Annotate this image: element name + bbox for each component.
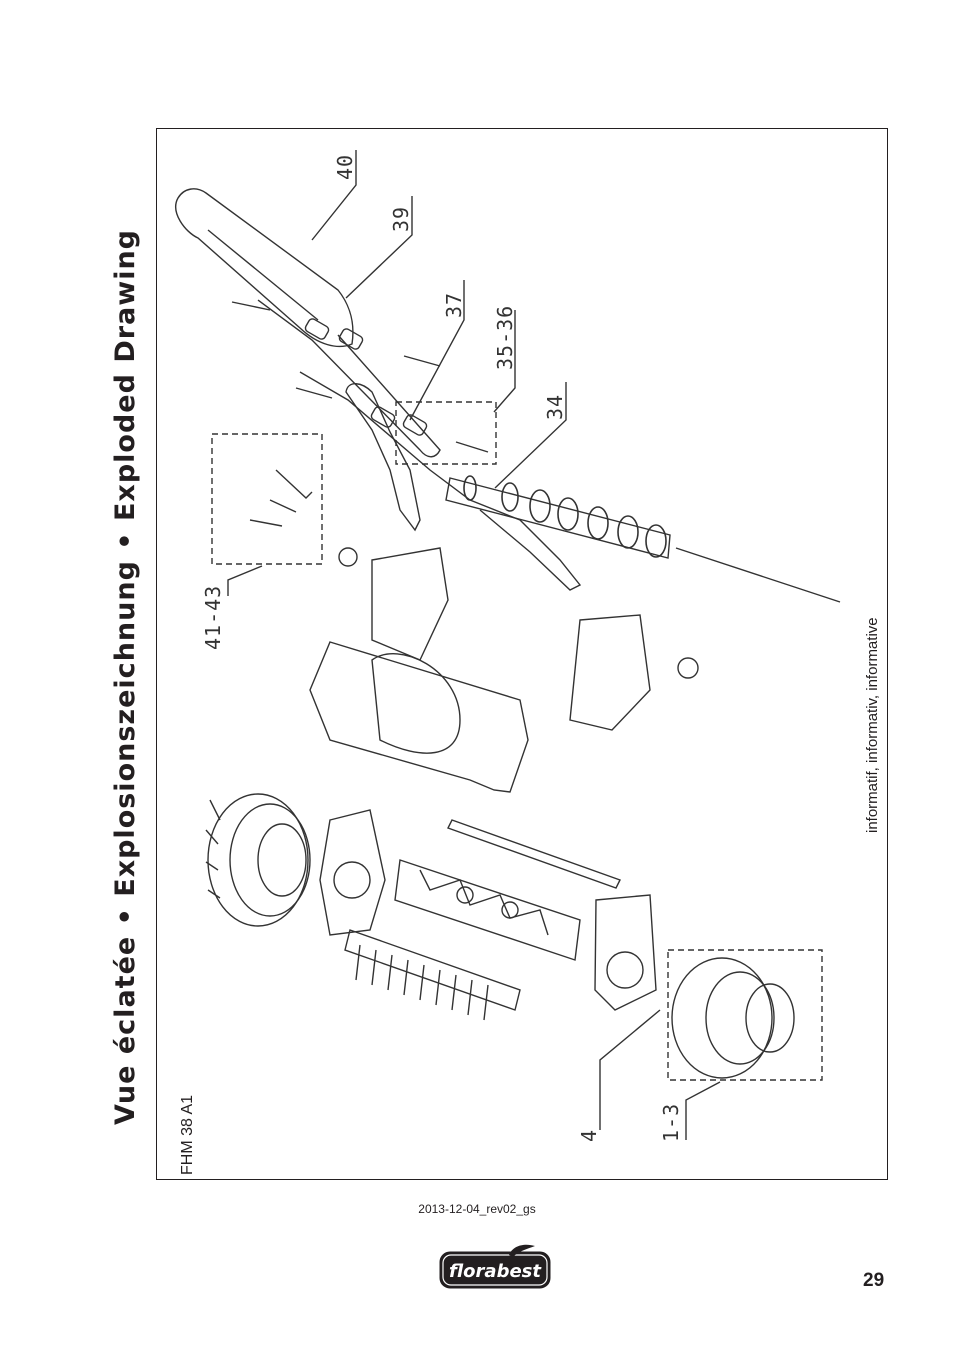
part-label-39: 39 bbox=[389, 205, 413, 232]
reel-frame-left bbox=[319, 809, 386, 936]
part-label-1-3: 1-3 bbox=[659, 1102, 683, 1142]
part-label-4: 4 bbox=[577, 1128, 601, 1142]
revision-code: 2013-12-04_rev02_gs bbox=[418, 1202, 536, 1216]
side-plate-left bbox=[371, 547, 449, 661]
part-label-40: 40 bbox=[333, 153, 357, 180]
right-wheel bbox=[671, 957, 773, 1079]
page-number: 29 bbox=[863, 1270, 885, 1291]
handle-middle-tube bbox=[257, 299, 441, 458]
model-number: FHM 38 A1 bbox=[179, 1094, 196, 1175]
part-label-35-36: 35-36 bbox=[493, 304, 517, 370]
roller-axle bbox=[675, 547, 841, 603]
reel-frame-right bbox=[594, 894, 657, 1011]
rear-roller bbox=[445, 477, 671, 559]
informative-note: informatif, informativ, informative bbox=[864, 617, 881, 833]
left-wheel bbox=[207, 793, 309, 927]
florabest-logo: florabest bbox=[439, 1244, 551, 1289]
cutting-reel bbox=[394, 859, 581, 961]
blade-comb bbox=[344, 929, 521, 1011]
part-label-41-43: 41-43 bbox=[201, 584, 225, 650]
handle-clip bbox=[338, 328, 364, 350]
part-label-34: 34 bbox=[543, 393, 567, 420]
catcher-cover bbox=[309, 641, 529, 793]
handle-lower-tube bbox=[345, 383, 421, 532]
handle-clip bbox=[402, 414, 428, 436]
fixed-blade bbox=[447, 819, 621, 889]
svg-text:florabest: florabest bbox=[449, 1261, 542, 1282]
side-plate-right bbox=[569, 614, 651, 731]
handle-clip bbox=[304, 318, 330, 340]
handle-clip bbox=[370, 406, 396, 428]
part-label-37: 37 bbox=[442, 291, 466, 318]
drawing-frame bbox=[156, 128, 888, 1180]
handle-upper-bar bbox=[175, 188, 354, 348]
